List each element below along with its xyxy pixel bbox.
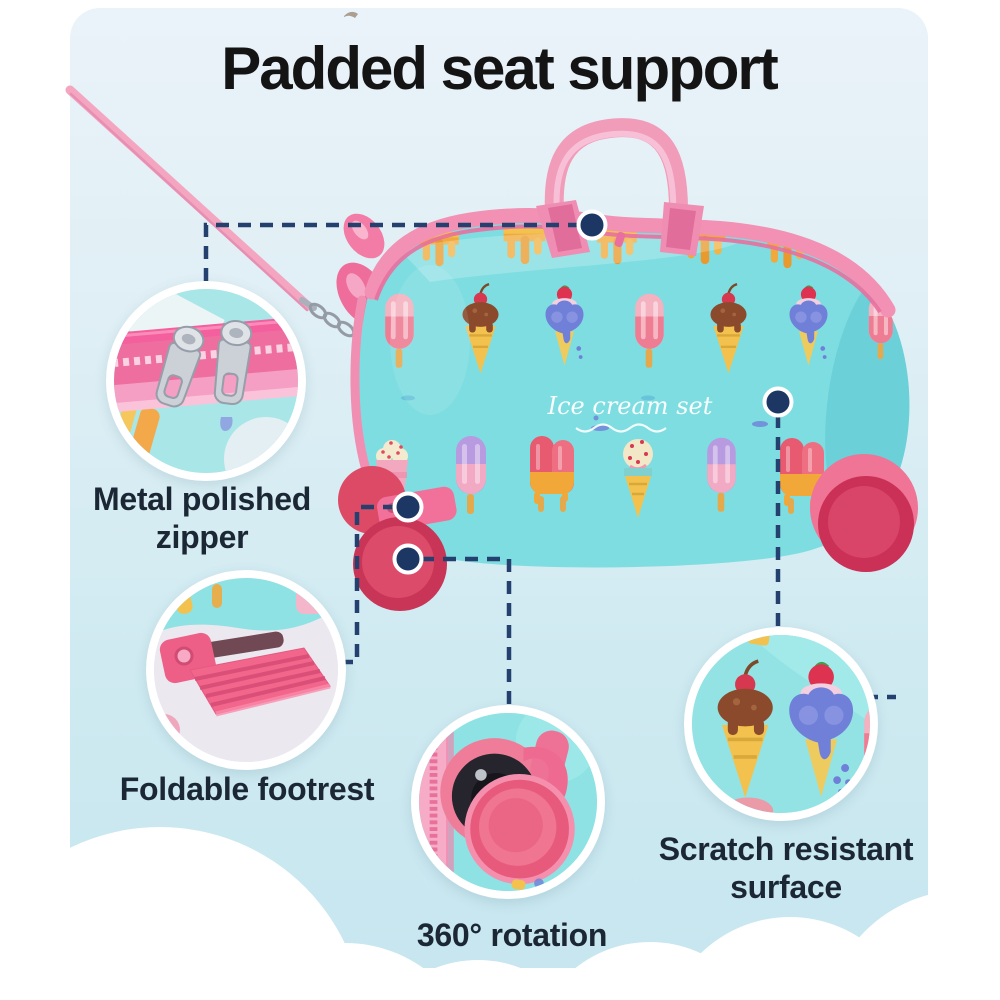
caster-wheel: [440, 730, 575, 885]
page-title: Padded seat support: [221, 35, 778, 102]
metal-zipper-pulls: [155, 319, 253, 408]
label-scratch-resistant: Scratch resistant surface: [658, 831, 914, 906]
footrest-step: [159, 632, 331, 717]
zipper-band: [114, 316, 298, 413]
label-360-rotation: 360° rotation: [416, 917, 608, 953]
callout-footrest-detail: [146, 570, 346, 770]
callout-zipper-detail: [106, 281, 306, 481]
label-metal-polished-zipper: Metal polished zipper: [92, 481, 312, 556]
callout-surface-detail: [684, 627, 878, 821]
callout-wheel-detail: [411, 705, 605, 899]
label-foldable-footrest: Foldable footrest: [119, 771, 375, 807]
